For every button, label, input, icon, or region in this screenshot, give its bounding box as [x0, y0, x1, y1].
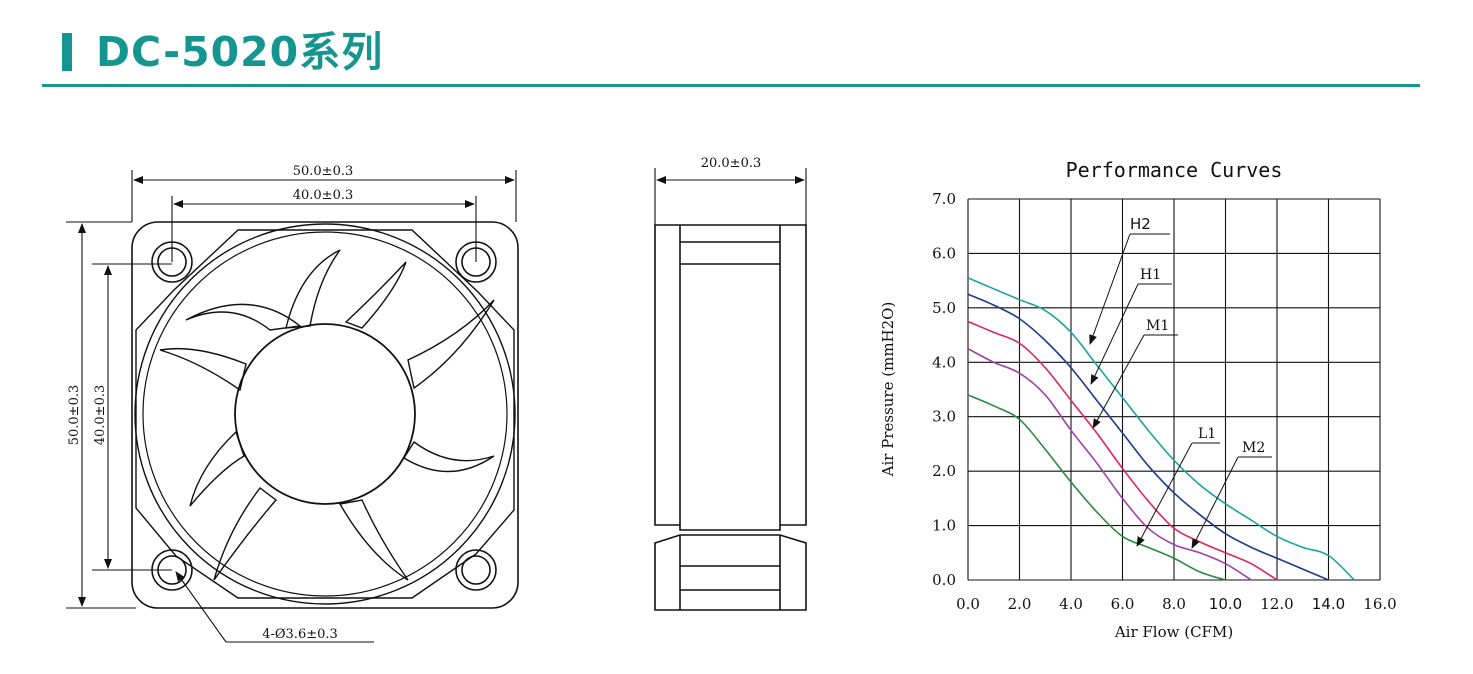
leader-line: [1136, 442, 1193, 547]
leader-line: [1191, 456, 1239, 549]
fan-hub: [234, 323, 416, 505]
leader-line: [1089, 233, 1131, 345]
dim-thickness: 20.0±0.3: [701, 156, 762, 171]
y-tick-label: 7.0: [932, 190, 956, 208]
x-tick-label: 8.0: [1162, 595, 1186, 613]
leader-line: [1092, 334, 1145, 429]
fan-blades: [159, 249, 495, 581]
y-tick-label: 5.0: [932, 299, 956, 317]
curve-m2: [967, 347, 1252, 581]
side-view: [654, 168, 807, 611]
x-tick-label: 12.0: [1260, 595, 1293, 613]
mounting-holes: [151, 241, 497, 591]
curve-label-m2: M2: [1242, 440, 1265, 456]
front-view: [66, 170, 519, 643]
curve-l1: [967, 394, 1226, 581]
title-accent-bar: [62, 33, 72, 71]
leader-line: [1090, 283, 1139, 385]
y-tick-label: 0.0: [932, 571, 956, 589]
x-axis-label: Air Flow (CFM): [1114, 623, 1233, 641]
curve-h2: [967, 277, 1355, 581]
curve-h1: [967, 293, 1329, 581]
y-axis-label: Air Pressure (mmH2O): [879, 302, 897, 478]
x-tick-label: 10.0: [1209, 595, 1242, 613]
curve-label-m1: M1: [1146, 318, 1169, 334]
page-title: DC-5020系列: [96, 28, 384, 76]
x-tick-label: 2.0: [1008, 595, 1032, 613]
fan-frame: [131, 221, 519, 609]
curve-m1: [967, 320, 1278, 581]
y-tick-label: 1.0: [932, 517, 956, 535]
dim-hole-height: 40.0±0.3: [93, 385, 108, 446]
x-tick-label: 6.0: [1111, 595, 1135, 613]
curve-label-l1: L1: [1198, 426, 1216, 442]
fan-shroud: [134, 223, 516, 605]
dim-hole-width: 40.0±0.3: [293, 188, 354, 203]
dim-outer-width: 50.0±0.3: [293, 164, 354, 179]
x-tick-label: 16.0: [1363, 595, 1396, 613]
dim-outer-height: 50.0±0.3: [67, 385, 82, 446]
performance-chart: 0.0 2.0 4.0 6.0 8.0 10.0 12.0 14.0 16.0 0.0 1.0 2.0…: [879, 158, 1397, 641]
y-tick-label: 2.0: [932, 462, 956, 480]
title-divider: [42, 84, 1420, 87]
curve-label-h1: H1: [1140, 267, 1161, 283]
y-tick-label: 6.0: [932, 244, 956, 262]
y-tick-label: 3.0: [932, 408, 956, 426]
x-tick-label: 4.0: [1059, 595, 1083, 613]
chart-title: Performance Curves: [1066, 158, 1283, 182]
x-tick-label: 14.0: [1312, 595, 1345, 613]
curve-label-h2: H2: [1130, 215, 1151, 233]
y-tick-label: 4.0: [932, 353, 956, 371]
x-tick-label: 0.0: [956, 595, 980, 613]
dim-holes: 4-Ø3.6±0.3: [262, 627, 338, 642]
